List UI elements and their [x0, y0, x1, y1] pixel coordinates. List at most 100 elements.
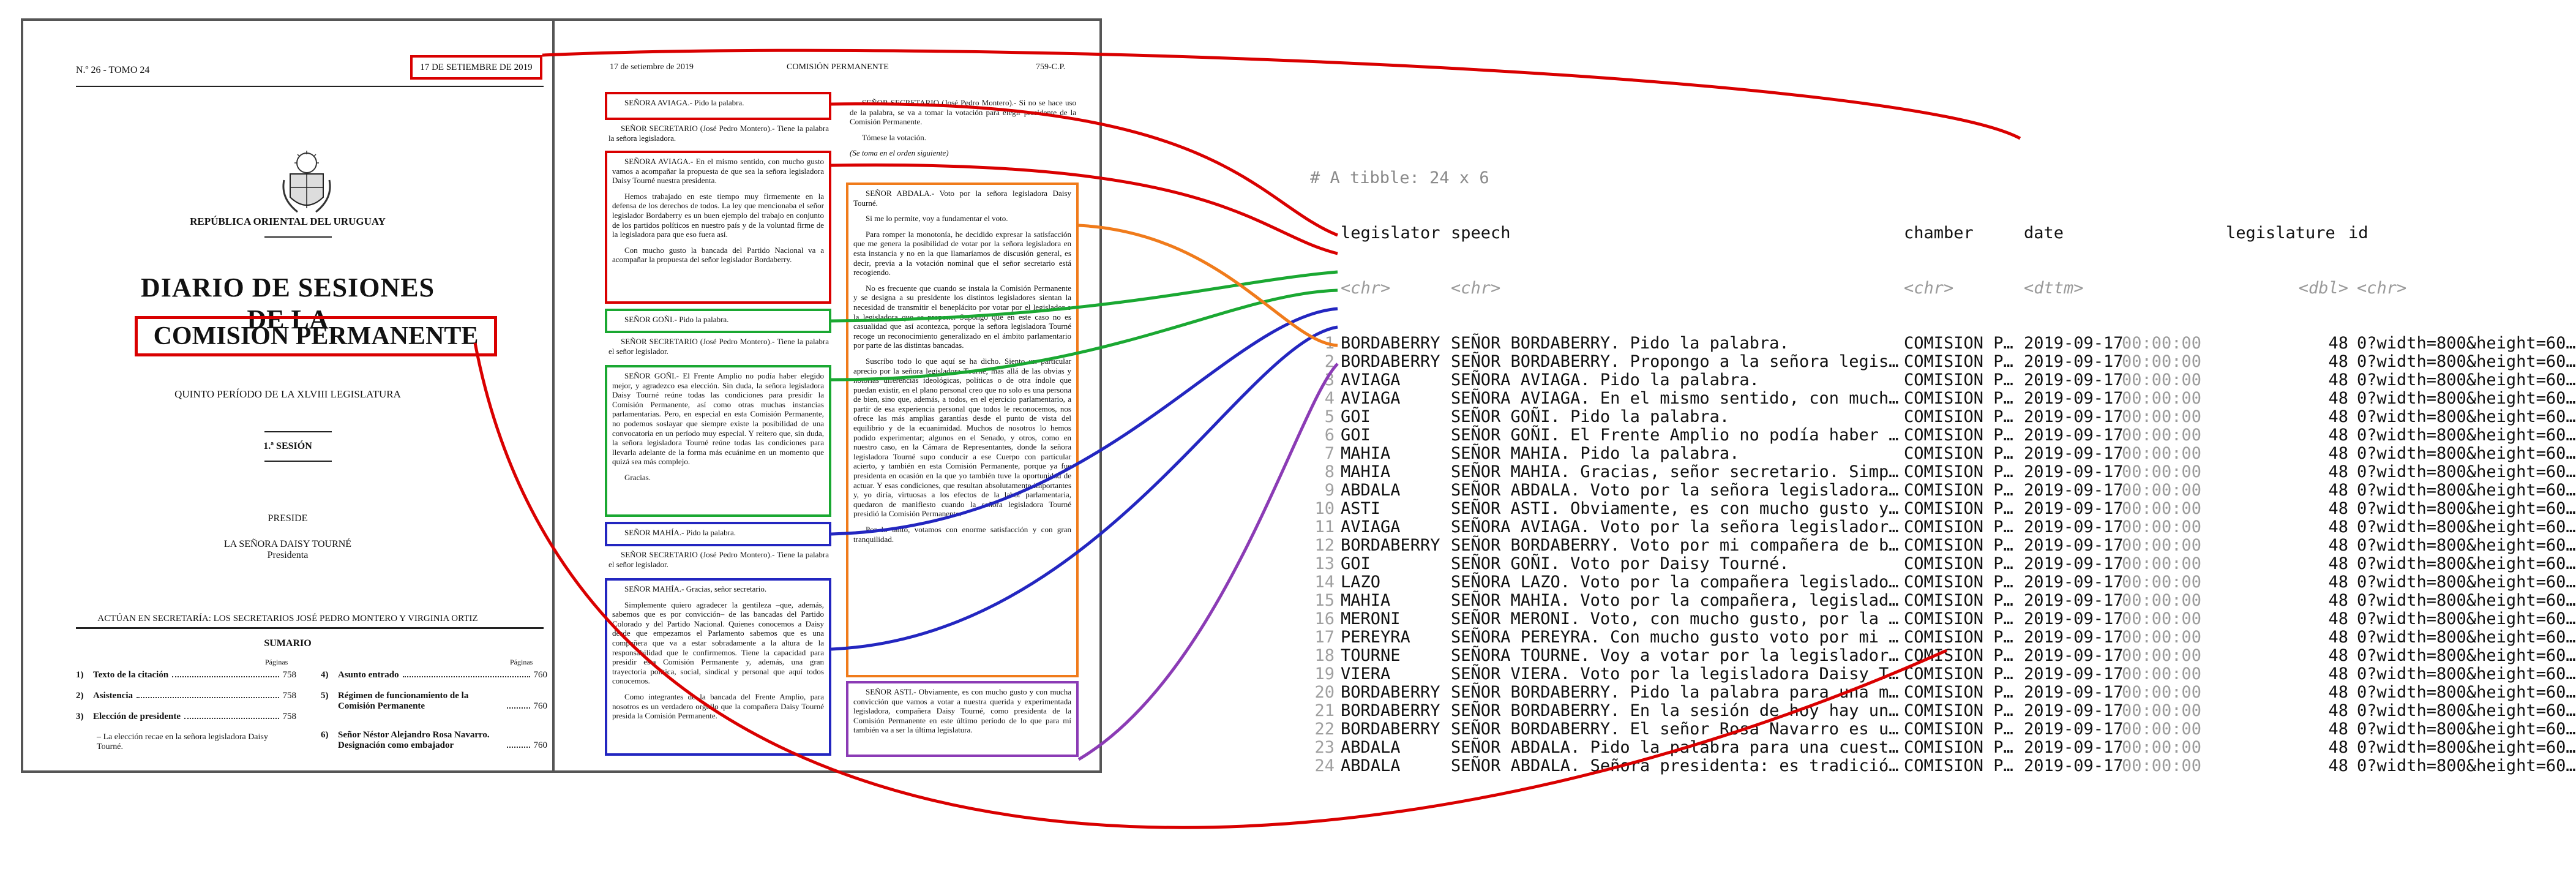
- tibble-cell-chamber: COMISION P…: [1904, 536, 2013, 555]
- tibble-cell-id: 0?width=800&height=60…: [2357, 536, 2576, 555]
- tibble-cell-id: 0?width=800&height=60…: [2357, 518, 2576, 536]
- tibble-cell-time: 00:00:00: [2122, 609, 2202, 628]
- tibble-cell-time: 00:00:00: [2122, 701, 2202, 720]
- tibble-cell-legislator: VIERA: [1341, 664, 1391, 683]
- tibble-cell-id: 0?width=800&height=60…: [2357, 756, 2576, 775]
- tibble-cell-chamber: COMISION P…: [1904, 554, 2013, 573]
- summary-item: 5)Régimen de funcionamiento de la Comisi…: [321, 691, 547, 711]
- page-date: 17 de setiembre de 2019: [610, 62, 694, 72]
- tibble-cell-n: 24: [1314, 756, 1335, 775]
- tibble-cell-n: 14: [1314, 573, 1335, 592]
- tibble-cell-time: 00:00:00: [2122, 664, 2202, 683]
- tibble-cell-chamber: COMISION P…: [1904, 371, 2013, 390]
- tibble-cell-speech: SEÑOR BORDABERRY. Propongo a la señora l…: [1451, 352, 1899, 371]
- tibble-cell-legislature: 48: [2328, 499, 2348, 518]
- issue-number: N.º 26 - TOMO 24: [76, 65, 150, 75]
- tibble-cell-chamber: COMISION P…: [1904, 738, 2013, 757]
- tibble-cell-legislator: BORDABERRY: [1341, 683, 1440, 702]
- speech-box-aviaga-short: SEÑORA AVIAGA.- Pido la palabra.: [605, 92, 831, 120]
- tibble-types: <chr><chr><chr><dttm><dbl><chr>: [1341, 279, 2407, 298]
- tibble-cell-legislator: GOI: [1341, 554, 1371, 573]
- tibble-cell-date: 2019-09-17: [2024, 720, 2124, 739]
- secretary-line: SEÑOR SECRETARIO (José Pedro Montero).- …: [608, 337, 829, 356]
- tibble-cell-date: 2019-09-17: [2024, 628, 2124, 647]
- tibble-cell-date: 2019-09-17: [2024, 738, 2124, 757]
- tibble-cell-chamber: COMISION P…: [1904, 701, 2013, 720]
- tibble-cell-time: 00:00:00: [2122, 426, 2202, 445]
- tibble-cell-time: 00:00:00: [2122, 371, 2202, 390]
- tibble-cell-legislature: 48: [2328, 518, 2348, 536]
- tibble-cell-id: 0?width=800&height=60…: [2357, 389, 2576, 408]
- tibble-cell-n: 4: [1324, 389, 1335, 408]
- tibble-cell-legislator: PEREYRA: [1341, 628, 1410, 647]
- title-line-3-box: COMISIÓN PERMANENTE: [135, 316, 497, 356]
- tibble-cell-legislature: 48: [2328, 389, 2348, 408]
- tibble-cell-time: 00:00:00: [2122, 756, 2202, 775]
- cover-page: N.º 26 - TOMO 24 REPÚBLICA ORIENTAL DEL …: [21, 18, 552, 773]
- tibble-cell-id: 0?width=800&height=60…: [2357, 609, 2576, 628]
- tibble-cell-speech: SEÑOR GOÑI. El Frente Amplio no podía ha…: [1451, 426, 1899, 445]
- secretary-line: SEÑOR SECRETARIO (José Pedro Montero).- …: [608, 124, 829, 143]
- tibble-cell-date: 2019-09-17: [2024, 499, 2124, 518]
- page-title: COMISIÓN PERMANENTE: [787, 62, 889, 72]
- tibble-cell-n: 6: [1324, 426, 1335, 445]
- tibble-cell-n: 9: [1324, 481, 1335, 500]
- tibble-cell-legislature: 48: [2328, 683, 2348, 702]
- tibble-cell-id: 0?width=800&height=60…: [2357, 646, 2576, 665]
- tibble-cell-legislature: 48: [2328, 756, 2348, 775]
- tibble-cell-n: 13: [1314, 554, 1335, 573]
- tibble-cell-date: 2019-09-17: [2024, 554, 2124, 573]
- tibble-cell-legislature: 48: [2328, 426, 2348, 445]
- speech-box-mahia-short: SEÑOR MAHÍA.- Pido la palabra.: [605, 522, 831, 546]
- tibble-cell-date: 2019-09-17: [2024, 444, 2124, 463]
- tibble-cell-time: 00:00:00: [2122, 499, 2202, 518]
- tibble-cell-speech: SEÑORA AVIAGA. En el mismo sentido, con …: [1451, 389, 1899, 408]
- tibble-cell-id: 0?width=800&height=60…: [2357, 738, 2576, 757]
- tibble-cell-id: 0?width=800&height=60…: [2357, 664, 2576, 683]
- tibble-cell-speech: SEÑOR BORDABERRY. El señor Rosa Navarro …: [1451, 720, 1899, 739]
- tibble-cell-id: 0?width=800&height=60…: [2357, 499, 2576, 518]
- tibble-cell-speech: SEÑORA PEREYRA. Con mucho gusto voto por…: [1451, 628, 1899, 647]
- tibble-cell-time: 00:00:00: [2122, 389, 2202, 408]
- tibble-cell-legislature: 48: [2328, 444, 2348, 463]
- connector-goni-long: [831, 288, 1338, 382]
- tibble-cell-date: 2019-09-17: [2024, 683, 2124, 702]
- divider: [264, 461, 332, 462]
- tibble-cell-speech: SEÑOR ABDALA. Señora presidenta: es trad…: [1451, 756, 1899, 775]
- tibble-cell-chamber: COMISION P…: [1904, 683, 2013, 702]
- tibble-cell-chamber: COMISION P…: [1904, 756, 2013, 775]
- pages-label-left: Páginas: [265, 658, 288, 666]
- tibble-cell-legislature: 48: [2328, 664, 2348, 683]
- tibble-cell-legislator: MAHIA: [1341, 444, 1391, 463]
- tibble-cell-date: 2019-09-17: [2024, 573, 2124, 592]
- connector-date: [542, 48, 2021, 140]
- tibble-cell-id: 0?width=800&height=60…: [2357, 701, 2576, 720]
- session-number: 1.ª SESIÓN: [263, 441, 312, 451]
- tibble-cell-n: 10: [1314, 499, 1335, 518]
- connector-mahia-long: [831, 325, 1338, 651]
- connector-mahia-short: [831, 307, 1338, 536]
- preside-role: Presidenta: [267, 550, 309, 560]
- tibble-cell-time: 00:00:00: [2122, 444, 2202, 463]
- tibble-cell-n: 12: [1314, 536, 1335, 555]
- tibble-cell-legislature: 48: [2328, 701, 2348, 720]
- tibble-cell-legislature: 48: [2328, 371, 2348, 390]
- tibble-cell-speech: SEÑOR VIERA. Voto por la legisladora Dai…: [1451, 664, 1899, 683]
- tibble-cell-chamber: COMISION P…: [1904, 609, 2013, 628]
- divider: [264, 431, 332, 432]
- tibble-cell-chamber: COMISION P…: [1904, 334, 2013, 353]
- tibble-cell-speech: SEÑORA LAZO. Voto por la compañera legis…: [1451, 573, 1899, 592]
- tibble-cell-speech: SEÑOR BORDABERRY. Pido la palabra.: [1451, 334, 1789, 353]
- tibble-cell-legislator: ABDALA: [1341, 738, 1401, 757]
